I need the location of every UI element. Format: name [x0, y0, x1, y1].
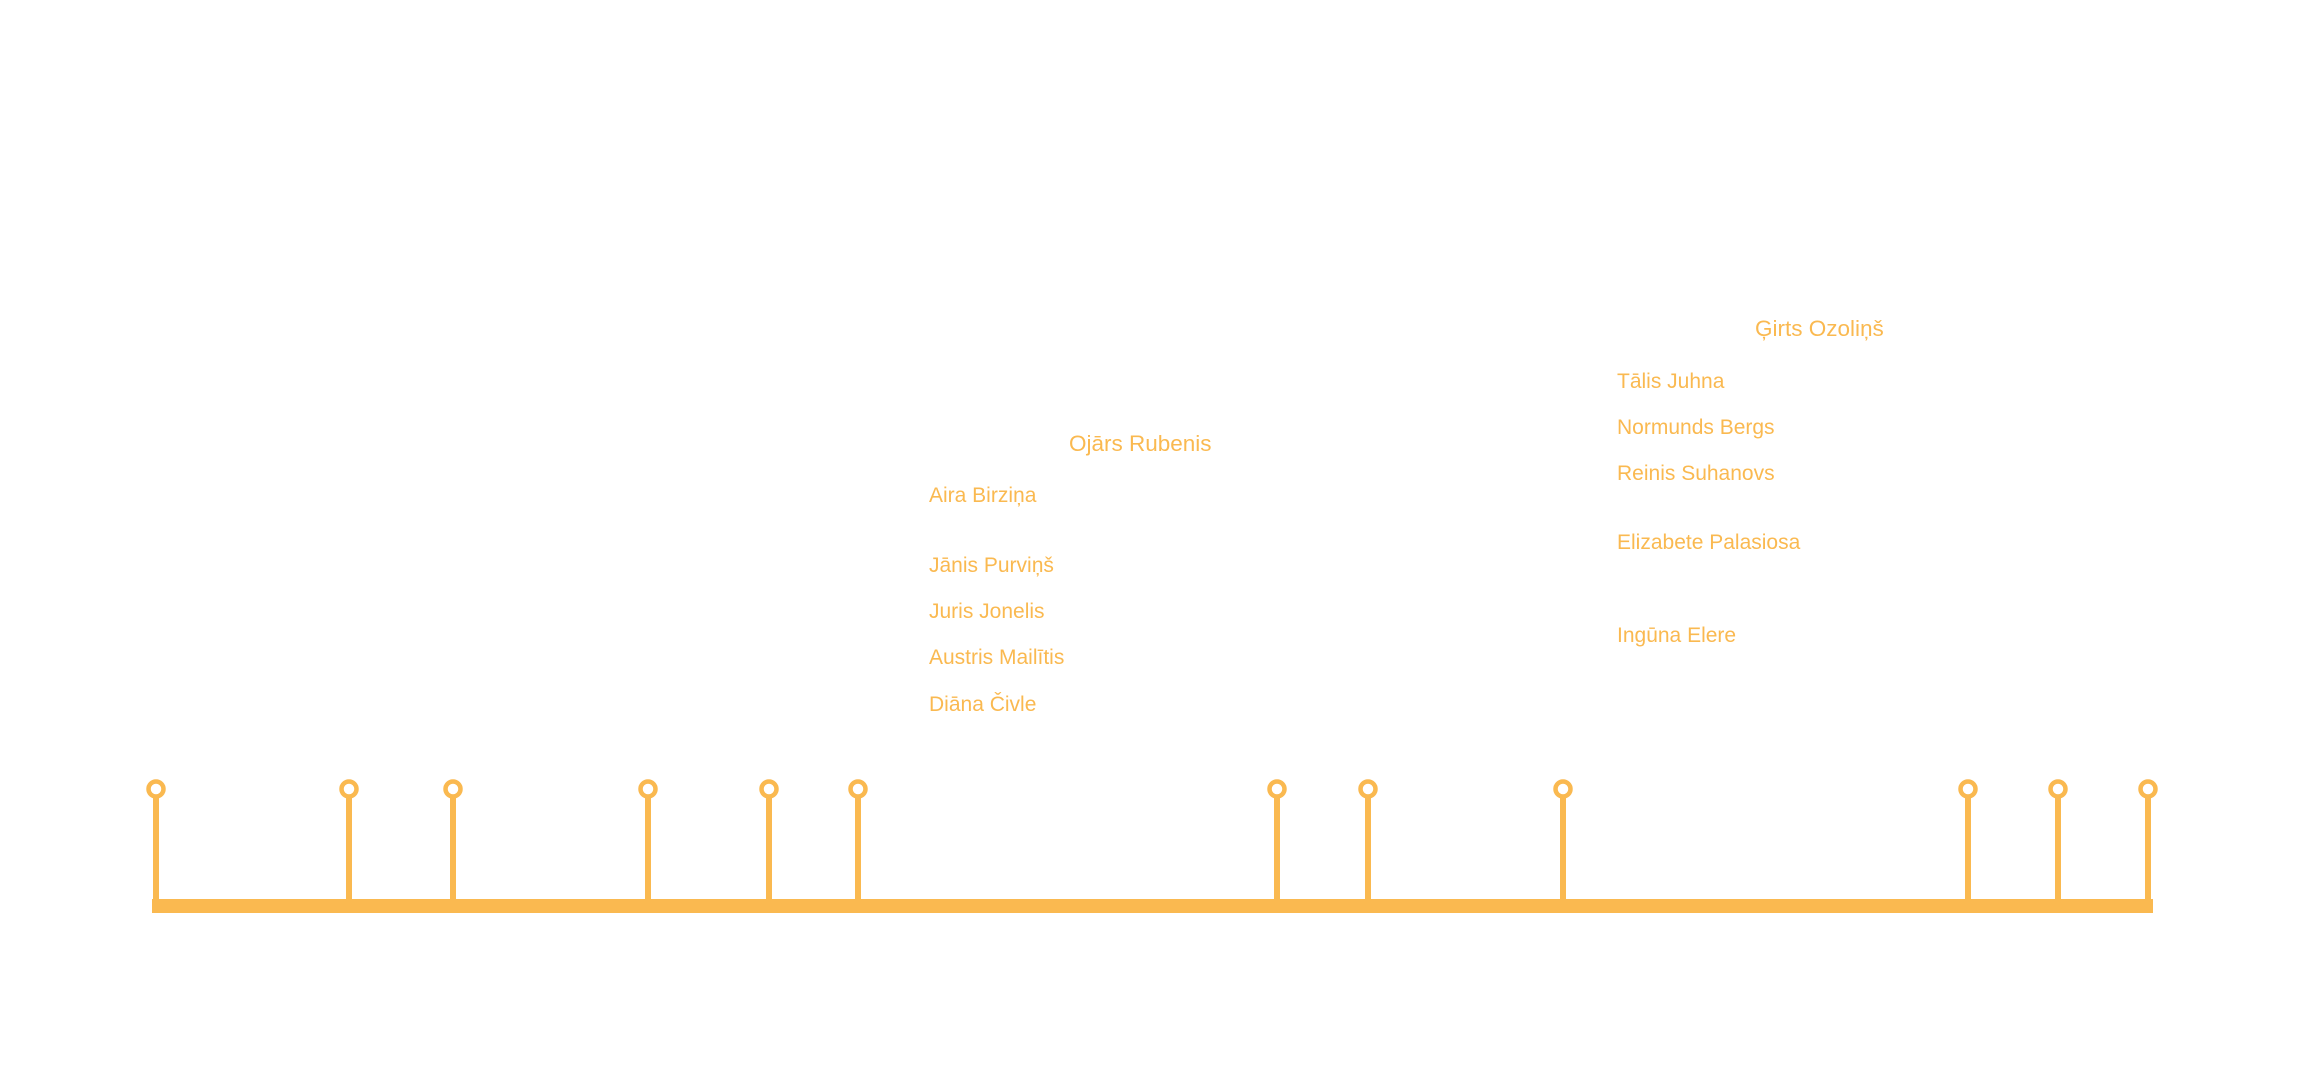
- timeline-marker: [1553, 779, 1573, 900]
- timeline-marker: [1958, 779, 1978, 900]
- group-right-member-4: Elizabete Palasiosa: [1617, 531, 1801, 554]
- timeline-marker-dot: [2048, 779, 2068, 799]
- group-left-member-4: Austris Mailītis: [929, 646, 1065, 669]
- timeline-marker-dot: [146, 779, 166, 799]
- group-left-member-1: Aira Birziņa: [929, 484, 1037, 507]
- timeline-marker-dot: [1553, 779, 1573, 799]
- timeline-marker: [638, 779, 658, 900]
- timeline-marker-dot: [638, 779, 658, 799]
- group-right-member-3: Reinis Suhanovs: [1617, 462, 1775, 485]
- timeline-marker: [2048, 779, 2068, 900]
- timeline-marker-dot: [339, 779, 359, 799]
- timeline-marker: [146, 779, 166, 900]
- group-right-member-5: Ingūna Elere: [1617, 624, 1737, 647]
- group-left-member-3: Juris Jonelis: [929, 600, 1045, 623]
- timeline-marker-dot: [2138, 779, 2158, 799]
- group-left-member-5: Diāna Čivle: [929, 693, 1037, 716]
- timeline-marker: [443, 779, 463, 900]
- timeline-marker: [848, 779, 868, 900]
- group-left-member-2: Jānis Purviņš: [929, 554, 1054, 577]
- group-right-head-name: Ģirts Ozoliņš: [1755, 316, 1884, 341]
- group-left-head-name: Ojārs Rubenis: [1069, 431, 1212, 456]
- timeline-marker-dot: [443, 779, 463, 799]
- timeline-marker-dot: [1358, 779, 1378, 799]
- timeline-marker-dot: [759, 779, 779, 799]
- timeline-marker-dot: [1958, 779, 1978, 799]
- timeline-base-line: [152, 899, 2153, 913]
- timeline-marker: [1358, 779, 1378, 900]
- timeline-markers: [146, 779, 2158, 900]
- timeline-marker: [1267, 779, 1287, 900]
- timeline-marker-dot: [848, 779, 868, 799]
- group-right-member-2: Normunds Bergs: [1617, 416, 1775, 439]
- timeline-marker: [759, 779, 779, 900]
- timeline-marker-dot: [1267, 779, 1287, 799]
- timeline-marker: [2138, 779, 2158, 900]
- group-right-member-1: Tālis Juhna: [1617, 370, 1725, 393]
- timeline-marker: [339, 779, 359, 900]
